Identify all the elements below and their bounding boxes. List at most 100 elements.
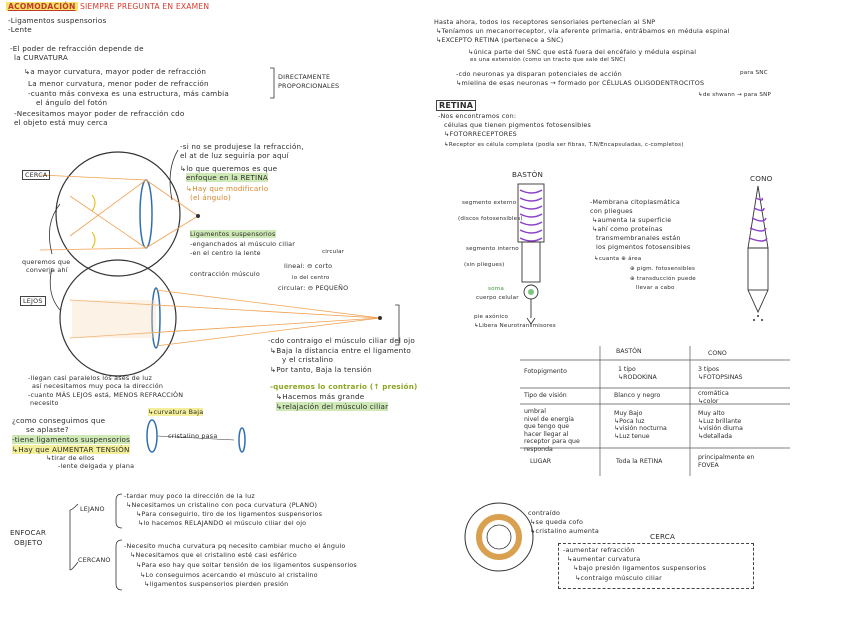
contract-note: y el cristalino (282, 355, 334, 364)
page-subtitle: SIEMPRE PREGUNTA EN EXAMEN (80, 2, 210, 11)
table-cell: Toda la RETINA (616, 458, 663, 465)
cell-part: pie axónico (474, 314, 509, 320)
cell-part: (sin pliegues) (464, 262, 505, 268)
far-note: -cuanto MÁS LEJOS está, MENOS REFRACCIÓN (28, 391, 184, 399)
cell-part: segmento interno (466, 246, 519, 252)
far-note: necesito (30, 399, 59, 407)
far-object-note: -tardar muy poco la dirección de la luz (124, 492, 255, 500)
retina-line: -Nos encontramos con: (438, 112, 517, 120)
contraction-circular: circular: ⊖ PEQUEÑO (278, 284, 349, 292)
far-object-note: ↳Para conseguirlo, tiro de los ligamento… (136, 510, 323, 518)
contraction-title: contracción músculo (190, 270, 260, 278)
table-cell: 3 tipos ↳FOTOPSINAS (698, 366, 743, 381)
contract-note: ↳Por tanto, Baja la tensión (270, 365, 372, 374)
refraction-line: -Necesitamos mayor poder de refracción c… (14, 109, 185, 118)
membrane-note: llevar a cabo (636, 285, 675, 291)
contraction-center: lo del centro (292, 275, 330, 281)
table-cell: LUGAR (530, 458, 551, 465)
table-cell: Fotopigmento (524, 368, 567, 375)
refraction-line: La menor curvatura, menor poder de refra… (28, 79, 209, 88)
refraction-line: la CURVATURA (14, 53, 69, 62)
iris-note: contraído (528, 509, 561, 517)
ligaments-line: -enganchados al músculo ciliar (190, 240, 296, 248)
membrane-note: los pigmentos fotosensibles (596, 243, 691, 251)
membrane-note: ↳aumenta la superficie (592, 216, 672, 224)
snp-note: ↳de shwann → para SNP (698, 92, 772, 98)
table-cell: principalmente en FOVEA (698, 454, 755, 469)
membrane-note: ↳ahí como proteínas (592, 225, 663, 233)
snp-note: ↳única parte del SNC que está fuera del … (468, 48, 697, 56)
far-object-note: ↳lo hacemos RELAJANDO el músculo ciliar … (138, 519, 307, 527)
refraction-line: el objeto está muy cerca (14, 118, 108, 127)
near-object-note: ↳Necesitamos que el cristalino esté casi… (130, 551, 297, 559)
table-header: BASTÓN (616, 348, 642, 355)
flatten-note: ¿como conseguimos que (12, 416, 106, 425)
far-note: así necesitamos muy poca la dirección (32, 382, 164, 390)
retina-line: ↳Receptor es célula completa (podía ser … (444, 142, 684, 148)
iris-note: ↳cristalino aumenta (530, 527, 599, 535)
table-cell: 1 tipo ↳RODOKINA (618, 366, 657, 381)
far-note: -llegan casi paralelos los ases de luz (28, 374, 153, 382)
cone-cell-diagram (747, 185, 769, 321)
intro-item: -Lente (8, 25, 32, 34)
cell-part: segmento externo (462, 200, 517, 206)
iris-note: ↳se queda cofo (530, 518, 584, 526)
snp-note: ↳EXCEPTO RETINA (pertenece a SNC) (436, 36, 564, 44)
contraction-linear: lineal: ⊖ corto (284, 262, 333, 270)
far-object-label: LEJANO (80, 505, 105, 513)
cell-part: (discos fotosensibles) (458, 216, 523, 222)
table-cell: Tipo de visión (524, 392, 567, 399)
table-header: CONO (708, 350, 727, 357)
flatten-note: -tiene ligamentos suspensorios (12, 435, 131, 444)
refraction-line: ↳a mayor curvatura, mayor poder de refra… (24, 67, 207, 76)
eye-far-diagram (59, 259, 382, 377)
contract-note: ↳Hacemos más grande (276, 392, 365, 401)
table-cell: cromática ↳color (698, 390, 729, 405)
snp-note: Hasta ahora, todos los receptores sensor… (434, 18, 656, 26)
flatten-note: se aplaste? (26, 425, 69, 434)
page-title: ACOMODACIÓN (6, 2, 78, 11)
intro-item: -Ligamentos suspensorios (8, 16, 107, 25)
flatten-note: -lente delgada y plana (58, 462, 135, 470)
refraction-line: -El poder de refracción depende de (10, 44, 144, 53)
directly-label: DIRECTAMENTE (278, 73, 331, 81)
rod-label: BASTÓN (512, 170, 544, 179)
snp-note: para SNC (740, 70, 768, 76)
near-object-note: ↳Lo conseguimos acercando el músculo al … (140, 571, 318, 579)
snp-note: es una extensión (como un tracto que sal… (470, 57, 626, 63)
converge-note: converja ahí (26, 266, 68, 274)
refraction-note: ↳Hay que modificarlo (186, 184, 269, 193)
refraction-note-text: enfoque en la RETINA (186, 173, 269, 182)
near-object-note: ↳Para eso hay que soltar tensión de los … (136, 561, 357, 569)
snp-note: -cdo neuronas ya disparan potenciales de… (456, 70, 622, 78)
lens-label: cristalino pasa (168, 432, 218, 440)
retina-title: RETINA (436, 100, 477, 111)
membrane-note: -Membrana citoplasmática (590, 198, 681, 206)
table-cell: Muy alto ↳Luz brillante ↳visión diurna ↳… (698, 410, 743, 440)
refraction-line: -cuanto más convexa es una estructura, m… (28, 89, 229, 98)
directly-label: PROPORCIONALES (278, 82, 340, 90)
snp-note: ↳mielina de esas neuronas → formado por … (456, 79, 705, 87)
ligaments-line: circular (322, 249, 345, 255)
contract-note: ↳Baja la distancia entre el ligamento (270, 346, 412, 355)
iris-diagram (464, 502, 534, 572)
flatten-note: ↳tirar de ellos (46, 454, 95, 462)
converge-note: queremos que (22, 258, 71, 266)
membrane-note: ⊕ pigm. fotosensibles (630, 266, 696, 272)
refraction-note: (el ángulo) (190, 193, 231, 202)
retina-line: ↳FOTORRECEPTORES (444, 130, 517, 138)
ligaments-title: Ligamentos suspensorios (190, 230, 276, 238)
contract-note: ↳relajación del músculo ciliar (276, 402, 389, 411)
near-object-note: ↳ligamentos suspensorios pierden presión (144, 580, 289, 588)
far-label: LEJOS (20, 296, 46, 306)
near-summary-line: ↳bajo presión ligamentos suspensorios (573, 564, 707, 572)
membrane-note: ⊕ transducción puede (630, 276, 696, 282)
refraction-note: -si no se produjese la refracción, (180, 142, 304, 151)
cone-label: CONO (750, 174, 773, 183)
near-object-note: -Necesito mucha curvatura pq necesito ca… (124, 542, 346, 550)
retina-line: células que tienen pigmentos fotosensibl… (444, 121, 592, 129)
near-summary-line: ↳contraigo músculo ciliar (575, 574, 662, 582)
refraction-note: ↳lo que queremos es que (180, 164, 278, 173)
near-object-label: CERCANO (78, 556, 111, 564)
